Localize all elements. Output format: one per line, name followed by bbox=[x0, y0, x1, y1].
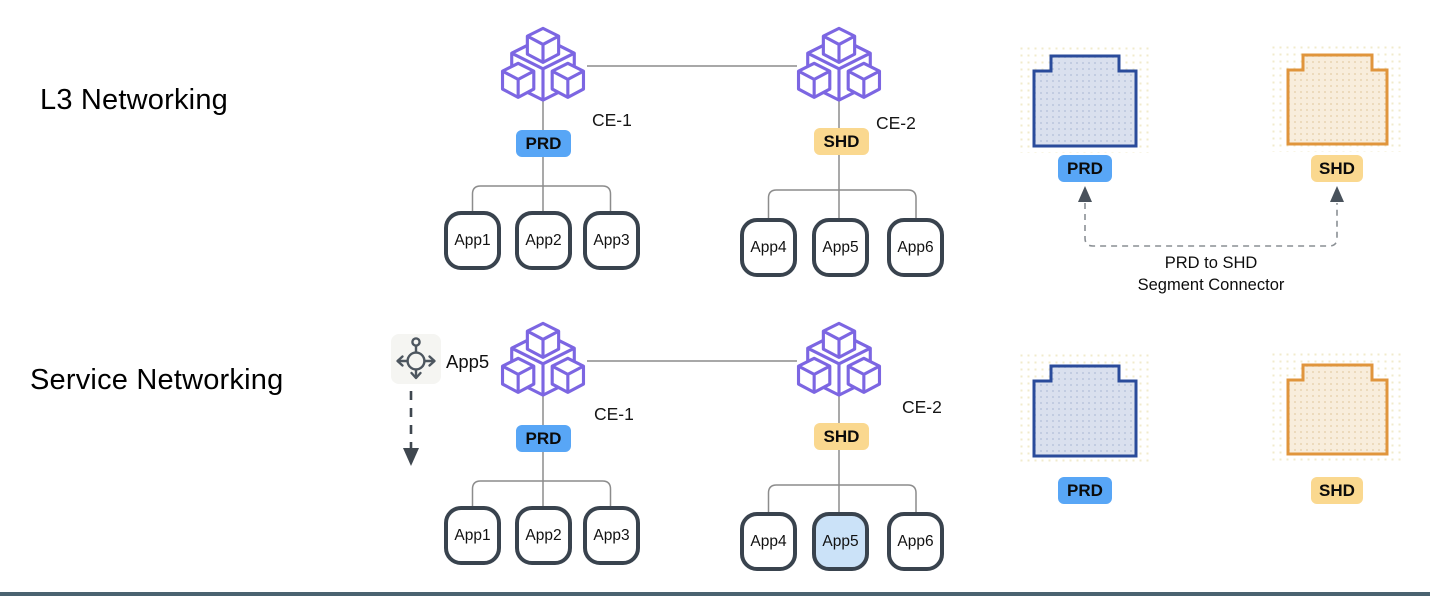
shd-segment-badge-l3: SHD bbox=[1311, 155, 1363, 182]
app-node-app3-l3: App3 bbox=[583, 211, 640, 270]
prd-badge-ce1-svc: PRD bbox=[516, 425, 571, 452]
shd-segment-shape-l3 bbox=[1286, 53, 1389, 146]
app-node-app2-l3: App2 bbox=[515, 211, 572, 270]
prd-segment-shape-svc bbox=[1032, 364, 1138, 458]
prd-segment-badge-l3: PRD bbox=[1058, 155, 1112, 182]
app-node-app4-svc: App4 bbox=[740, 512, 797, 571]
service-move-icon bbox=[396, 337, 436, 380]
cluster-icon-ce1-l3 bbox=[500, 26, 586, 102]
moved-service-label: App5 bbox=[446, 351, 490, 372]
shd-badge-ce2-svc: SHD bbox=[814, 423, 869, 450]
cluster-icon-ce2-l3 bbox=[796, 26, 882, 102]
cluster-name-ce1-l3: CE-1 bbox=[592, 110, 632, 130]
app-node-app1-l3: App1 bbox=[444, 211, 501, 270]
app-node-app6-l3: App6 bbox=[887, 218, 944, 277]
footer-accent-bar bbox=[0, 592, 1430, 596]
cluster-icon-ce2-svc bbox=[796, 321, 882, 397]
cluster-icon-ce1-svc bbox=[500, 321, 586, 397]
cluster-name-ce2-svc: CE-2 bbox=[902, 397, 942, 417]
app-node-app5-l3: App5 bbox=[812, 218, 869, 277]
segment-connector-caption: PRD to SHD Segment Connector bbox=[1100, 253, 1322, 297]
shd-segment-badge-svc: SHD bbox=[1311, 477, 1363, 504]
app-node-app1-svc: App1 bbox=[444, 506, 501, 565]
cluster-name-ce1-svc: CE-1 bbox=[594, 404, 634, 424]
prd-badge-ce1-l3: PRD bbox=[516, 130, 571, 157]
app-node-app3-svc: App3 bbox=[583, 506, 640, 565]
app-node-app5-svc-highlighted: App5 bbox=[812, 512, 869, 571]
app-node-app6-svc: App6 bbox=[887, 512, 944, 571]
prd-segment-shape-l3 bbox=[1032, 54, 1138, 148]
shd-segment-shape-svc bbox=[1286, 363, 1389, 456]
segment-connector-caption-line1: PRD to SHD bbox=[1164, 254, 1258, 272]
app-node-app4-l3: App4 bbox=[740, 218, 797, 277]
cluster-name-ce2-l3: CE-2 bbox=[876, 113, 916, 133]
segment-connector-caption-line2: Segment Connector bbox=[1137, 275, 1285, 294]
shd-badge-ce2-l3: SHD bbox=[814, 128, 869, 155]
prd-segment-badge-svc: PRD bbox=[1058, 477, 1112, 504]
row2-title: Service Networking bbox=[30, 364, 284, 396]
app-node-app2-svc: App2 bbox=[515, 506, 572, 565]
row1-title: L3 Networking bbox=[40, 84, 228, 116]
